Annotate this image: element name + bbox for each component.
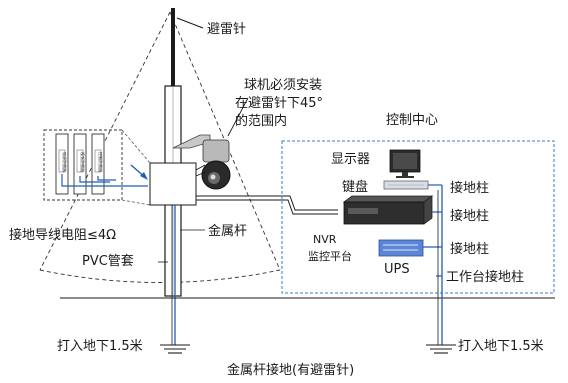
monitor-label: 显示器 [331, 152, 370, 167]
depth-label-right: 打入地下1.5米 [458, 339, 544, 354]
metal-pole-label: 金属杆 [208, 223, 247, 239]
surge-protector-panel: 电源防雷器 视频防雷器 控制防雷器 [43, 129, 148, 201]
junction-box [149, 162, 206, 206]
surge-protector-1-label: 电源防雷器 [62, 152, 68, 172]
lightning-rod [171, 8, 204, 86]
ptz-dome-camera [172, 134, 231, 190]
keyboard-icon [383, 180, 429, 190]
nvr-label-line-1: NVR [313, 233, 337, 246]
ground-post-label-3: 接地柱 [450, 241, 489, 257]
ups-device-icon [378, 239, 424, 257]
ground-post-label-1: 接地柱 [450, 180, 489, 196]
nvr-device-icon [342, 195, 434, 225]
surge-protector-3-label: 控制防雷器 [98, 152, 104, 172]
cable-to-nvr [196, 195, 338, 215]
diagram-caption: 金属杆接地(有避雷针) [227, 362, 354, 378]
nvr-label-line-2: 监控平台 [308, 249, 352, 263]
ground-post-label-2: 接地柱 [450, 208, 489, 224]
ups-label: UPS [384, 262, 410, 277]
camera-note-line-1: 球机必须安装 [244, 78, 322, 93]
monitor-icon [389, 149, 421, 178]
control-center-label: 控制中心 [386, 113, 438, 128]
ground-wire-resistance-label: 接地导线电阻≤4Ω [9, 227, 116, 243]
camera-note-leader [227, 97, 249, 137]
workbench-ground-label: 工作台接地柱 [446, 269, 524, 285]
depth-label-left: 打入地下1.5米 [57, 339, 143, 354]
equipment-ground-wiring [423, 184, 456, 354]
zoom-connector [121, 129, 151, 206]
camera-note-line-3: 的范围内 [235, 113, 287, 129]
camera-note-line-2: 在避雷针下45° [235, 96, 323, 111]
zoom-arrow-icon [140, 172, 148, 180]
control-center-box [281, 140, 555, 294]
surge-protector-2-label: 视频防雷器 [80, 152, 86, 172]
pvc-sleeve-label: PVC管套 [82, 253, 134, 269]
pole-ground-wire [160, 205, 190, 354]
lightning-rod-label: 避雷针 [207, 22, 246, 37]
keyboard-label: 键盘 [342, 179, 368, 195]
